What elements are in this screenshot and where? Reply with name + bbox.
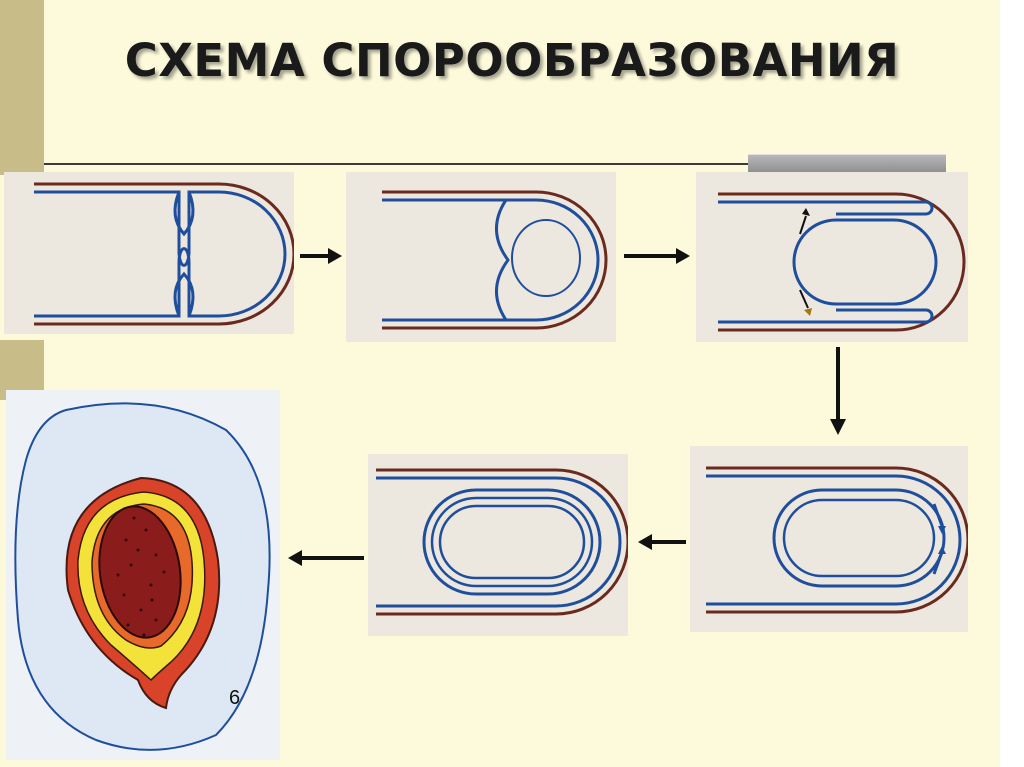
arrow-stage-3-to-4 bbox=[830, 347, 846, 435]
slide-background: СХЕМА СПОРООБРАЗОВАНИЯ bbox=[0, 0, 1000, 767]
stage-3-panel bbox=[696, 172, 968, 342]
stage-4-double-membrane-diagram bbox=[706, 466, 968, 614]
stage-2-panel bbox=[346, 172, 616, 342]
stage-4-panel bbox=[690, 446, 968, 632]
stage-6-number-label: 6 bbox=[229, 687, 241, 709]
arrow-stage-5-to-6 bbox=[288, 550, 364, 566]
arrow-stage-2-to-3 bbox=[624, 248, 690, 264]
stage-3-engulfment-diagram bbox=[718, 192, 966, 332]
side-accent-bar-top bbox=[0, 0, 44, 175]
title-divider-line bbox=[44, 163, 944, 165]
stage-5-panel bbox=[368, 454, 628, 636]
stage-6-panel bbox=[6, 390, 280, 760]
stage-6-mature-spore-diagram bbox=[14, 402, 271, 751]
stage-1-septum-diagram bbox=[34, 182, 294, 326]
arrow-stage-1-to-2 bbox=[300, 248, 342, 264]
stage-5-cortex-diagram bbox=[376, 468, 628, 616]
slide-title: СХЕМА СПОРООБРАЗОВАНИЯ bbox=[124, 34, 900, 87]
stage-1-panel bbox=[4, 172, 294, 334]
stage-2-forespore-diagram bbox=[382, 190, 608, 330]
arrow-stage-4-to-5 bbox=[638, 534, 686, 550]
